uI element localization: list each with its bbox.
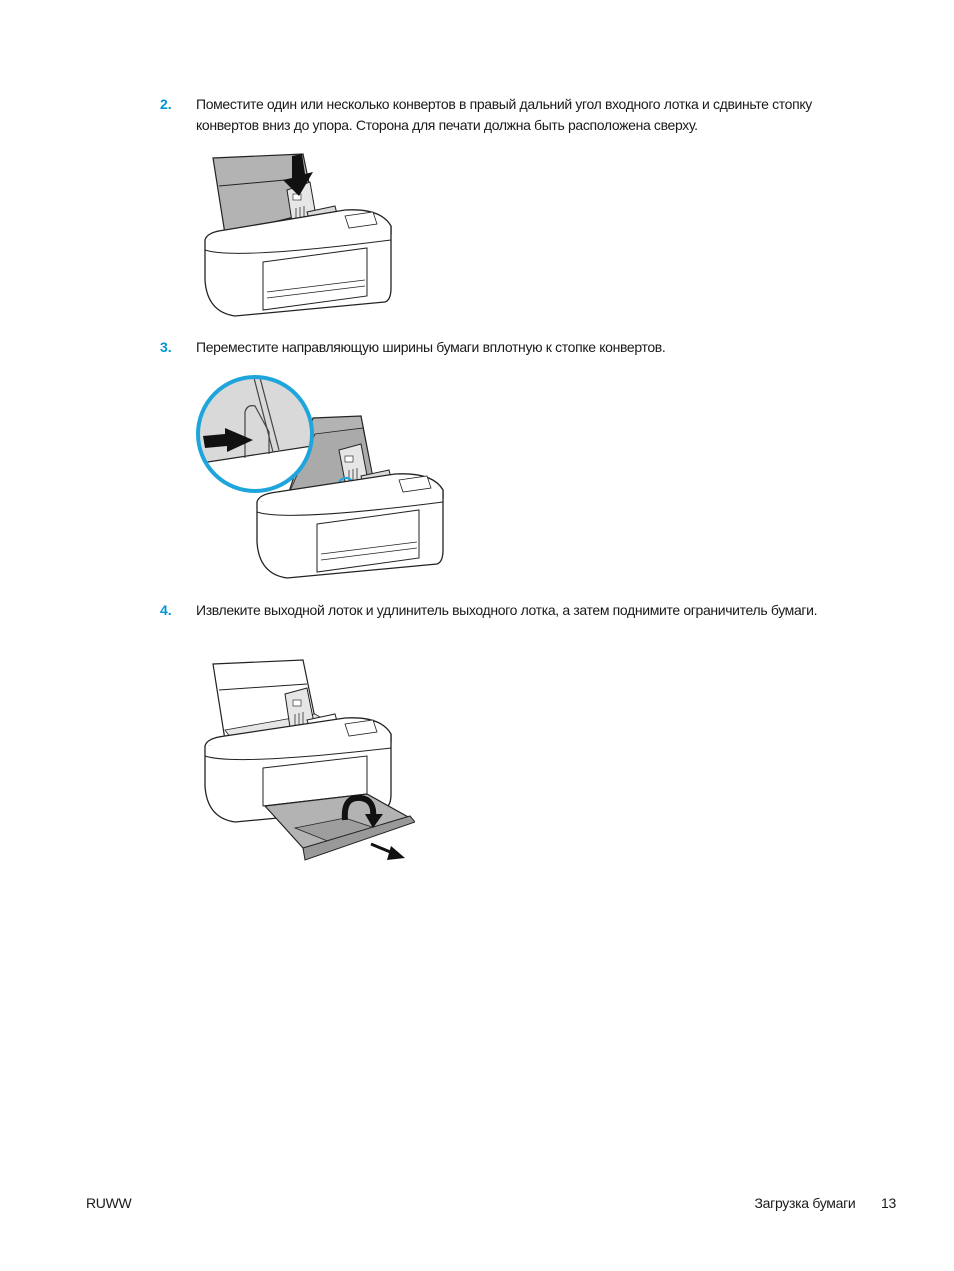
printer-output-tray-extend-illustration (204, 659, 415, 861)
step-number: 3. (160, 339, 172, 355)
footer-locale-code: RUWW (86, 1195, 132, 1211)
footer-section-title: Загрузка бумаги (754, 1195, 856, 1211)
step-text: Извлеките выходной лоток и удлинитель вы… (196, 602, 818, 618)
step-text: Поместите один или несколько конвертов в… (196, 96, 812, 133)
footer-section: Загрузка бумаги 13 (754, 1193, 897, 1213)
printer-insert-envelopes-illustration (204, 153, 392, 317)
step-number: 2. (160, 96, 172, 112)
step-number: 4. (160, 602, 172, 618)
page-number: 13 (881, 1195, 896, 1211)
printer-paper-width-guide-illustration (196, 375, 444, 579)
step-text: Переместите направляющую ширины бумаги в… (196, 339, 666, 355)
